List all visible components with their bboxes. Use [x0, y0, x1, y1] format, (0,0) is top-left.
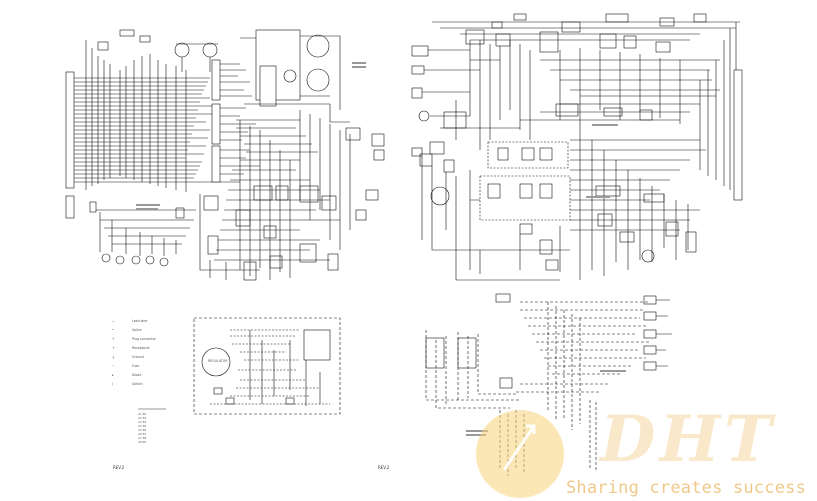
left-page-number: REV.2 — [113, 465, 125, 470]
legend-label: Receptacle — [132, 346, 150, 350]
svg-text:A1 B2: A1 B2 — [138, 412, 147, 416]
regulator-subdiagram — [193, 317, 341, 415]
legend-item-diode: ▸ Diode — [112, 373, 141, 377]
watermark-logo: DHT — [600, 402, 776, 477]
receptacle-icon: + — [112, 346, 115, 350]
legend-item-receptacle: + Receptacle — [112, 346, 150, 350]
legend-item-wire: — Lead wire — [112, 319, 147, 323]
right-upper-harness — [411, 13, 743, 201]
svg-text:A4 B5: A4 B5 — [138, 424, 147, 428]
legend: — Lead wire • Splice + Plug connector + Recepta… — [112, 319, 166, 444]
legend-item-switch: / Switch — [112, 382, 143, 386]
legend-label: Lead wire — [132, 319, 147, 323]
legend-label: Switch — [132, 382, 143, 386]
plug-icon: + — [112, 337, 115, 341]
legend-label: Ground — [132, 355, 144, 359]
svg-text:A8 B9: A8 B9 — [138, 440, 147, 444]
legend-item-splice: • Splice — [112, 328, 142, 332]
svg-text:A5 B6: A5 B6 — [138, 428, 147, 432]
legend-label: Plug connector — [132, 337, 157, 341]
legend-label: Splice — [132, 328, 142, 332]
svg-text:A2 B3: A2 B3 — [138, 416, 147, 420]
switch-icon: / — [112, 382, 114, 386]
svg-text:A6 B7: A6 B7 — [138, 432, 147, 436]
fuse-icon: ~ — [112, 364, 115, 368]
legend-item-ground: ⏚ Ground — [112, 354, 144, 359]
splice-icon: • — [112, 328, 114, 332]
legend-item-fuse: ~ Fuse — [112, 364, 139, 368]
right-page-number: REV.2 — [378, 465, 390, 470]
watermark-emblem — [476, 410, 564, 498]
svg-text:A3 B4: A3 B4 — [138, 420, 147, 424]
right-middle-harness — [411, 130, 706, 281]
watermark-tagline: Sharing creates success — [566, 478, 807, 498]
svg-text:A7 B8: A7 B8 — [138, 436, 147, 440]
legend-label: Fuse — [132, 364, 139, 368]
legend-label: Diode — [132, 373, 141, 377]
ground-icon: ⏚ — [112, 354, 115, 359]
regulator-label: REGULATOR — [208, 359, 228, 363]
diode-icon: ▸ — [112, 373, 114, 377]
wire-icon: — — [112, 319, 116, 323]
annotation-ticks — [136, 62, 626, 436]
legend-item-plug: + Plug connector — [112, 337, 157, 341]
left-main-harness — [65, 29, 385, 281]
